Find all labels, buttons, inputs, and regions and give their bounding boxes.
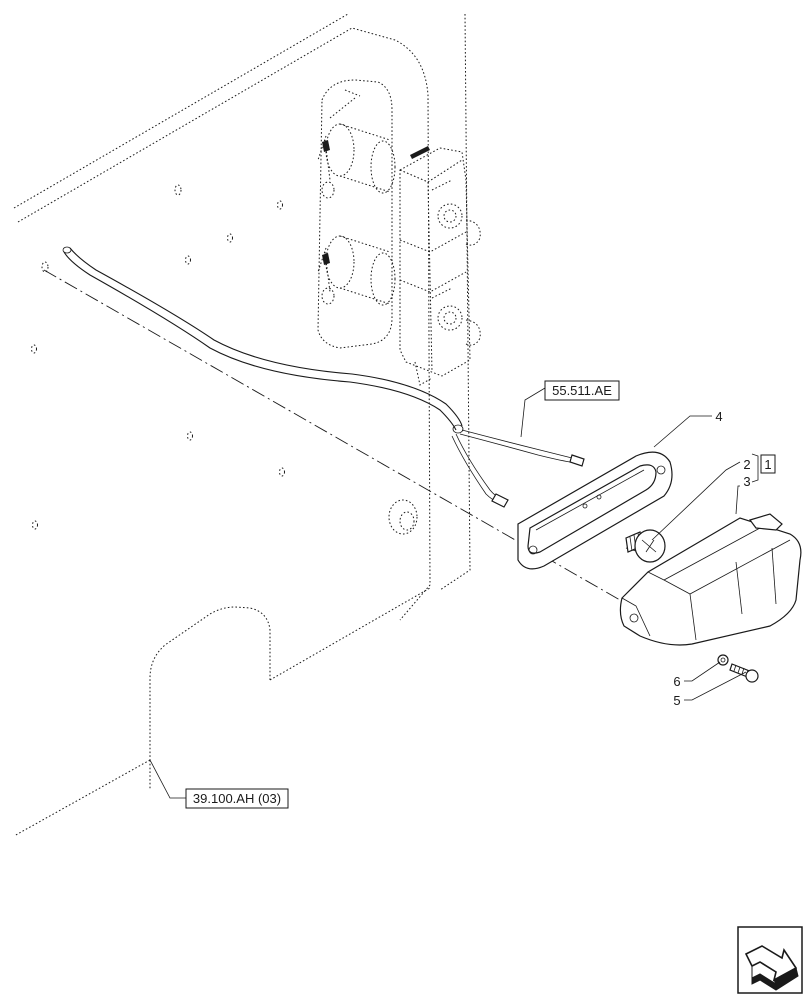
reference-label-55511[interactable]: 55.511.AE (552, 383, 612, 398)
leader-lines (149, 387, 759, 799)
wire-harness (62, 246, 585, 508)
next-page-arrow-icon[interactable] (737, 926, 803, 994)
callout-1: 1 (760, 454, 776, 474)
callout-number-3: 3 (743, 474, 750, 489)
reference-box-55511[interactable]: 55.511.AE (544, 380, 620, 401)
screw-part-2 (625, 529, 666, 563)
bolt-and-washer (717, 654, 759, 683)
callout-number-5: 5 (673, 693, 680, 708)
reference-label-39100[interactable]: 39.100.AH (03) (193, 791, 281, 806)
work-lamp (619, 513, 802, 646)
callout-number-1: 1 (764, 457, 771, 472)
callout-number-6: 6 (673, 674, 680, 689)
lamp-gasket-frame (517, 451, 673, 570)
panel-holes (31, 184, 418, 535)
panel-outline (13, 13, 471, 837)
callout-number-2: 2 (743, 457, 750, 472)
callout-number-4: 4 (715, 409, 722, 424)
coupler-assembly (317, 79, 481, 386)
reference-box-39100[interactable]: 39.100.AH (03) (185, 788, 289, 809)
